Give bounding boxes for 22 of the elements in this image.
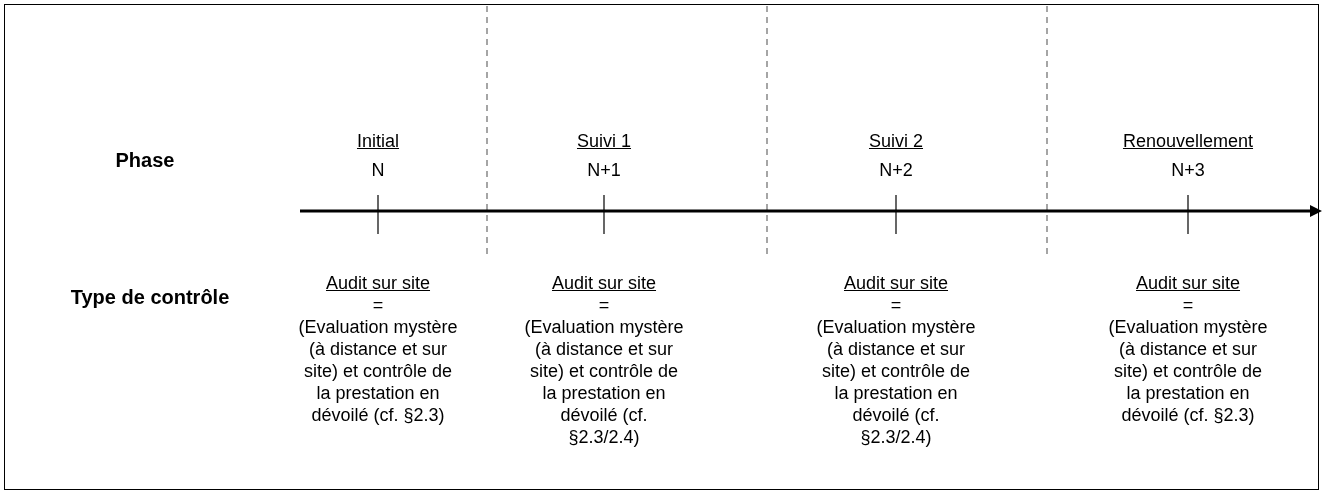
equals-sign: = bbox=[1182, 294, 1194, 316]
phase-name: Suivi 1 bbox=[577, 130, 631, 152]
year-label: N+2 bbox=[879, 159, 913, 181]
year-label: N+3 bbox=[1171, 159, 1205, 181]
row-heading: Phase bbox=[115, 149, 175, 171]
phase-name: Initial bbox=[357, 130, 399, 152]
control-description: (Evaluation mystère (à distance et sur site) et contrôle de la prestation en dévoilé (cf. §2.3) bbox=[1108, 316, 1268, 426]
control-type: Audit sur site bbox=[844, 272, 948, 294]
control-description: (Evaluation mystère (à distance et sur site) et contrôle de la prestation en dévoilé (cf. §2.3/2.4) bbox=[816, 316, 976, 448]
control-type: Audit sur site bbox=[552, 272, 656, 294]
control-type: Audit sur site bbox=[326, 272, 430, 294]
equals-sign: = bbox=[598, 294, 610, 316]
equals-sign: = bbox=[890, 294, 902, 316]
equals-sign: = bbox=[372, 294, 384, 316]
control-description: (Evaluation mystère (à distance et sur site) et contrôle de la prestation en dévoilé (cf. §2.3/2.4) bbox=[524, 316, 684, 448]
year-label: N bbox=[371, 159, 385, 181]
row-heading: Type de contrôle bbox=[70, 286, 230, 308]
phase-name: Renouvellement bbox=[1122, 130, 1254, 152]
control-description: (Evaluation mystère (à distance et sur site) et contrôle de la prestation en dévoilé (cf. §2.3) bbox=[298, 316, 458, 426]
year-label: N+1 bbox=[587, 159, 621, 181]
control-type: Audit sur site bbox=[1136, 272, 1240, 294]
phase-name: Suivi 2 bbox=[869, 130, 923, 152]
